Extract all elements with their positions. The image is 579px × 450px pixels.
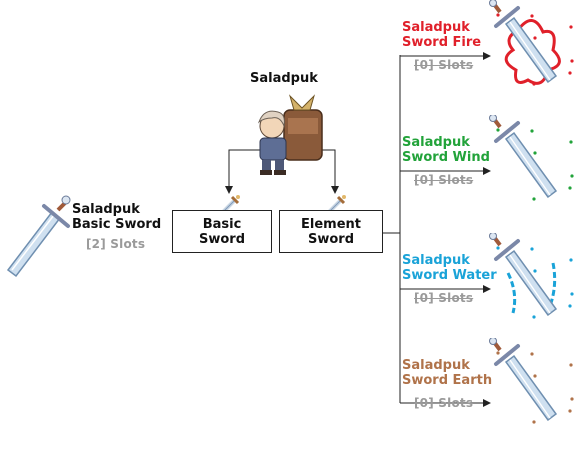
output-name-line2: Sword Wind [402, 150, 490, 165]
output-slots: [0] Slots [414, 58, 474, 72]
earth-sword-icon [488, 338, 578, 438]
output-slots: [0] Slots [414, 396, 474, 410]
left-item-name-line2: Basic Sword [72, 217, 162, 232]
output-slots: [0] Slots [414, 291, 474, 305]
output-name-line1: Saladpuk [402, 253, 470, 268]
output-name-line2: Sword Water [402, 268, 497, 283]
basic-box-line2: Sword [198, 231, 246, 247]
basic-sword-icon [0, 190, 75, 280]
output-name-line2: Sword Fire [402, 35, 482, 50]
element-sword-box[interactable]: Element Sword [279, 210, 383, 253]
left-item-slots: [2] Slots [86, 237, 146, 251]
fire-sword-icon [488, 0, 578, 100]
output-slots: [0] Slots [414, 173, 474, 187]
element-box-line2: Sword [307, 231, 355, 247]
left-item-name-line1: Saladpuk [72, 202, 140, 217]
npc-name: Saladpuk [250, 71, 318, 86]
element-box-line1: Element [301, 216, 361, 232]
output-name-line2: Sword Earth [402, 373, 493, 388]
npc-sprite [242, 88, 332, 178]
output-name-line1: Saladpuk [402, 135, 470, 150]
output-name-line1: Saladpuk [402, 358, 470, 373]
water-sword-icon [488, 233, 578, 333]
basic-sword-box[interactable]: Basic Sword [172, 210, 272, 253]
output-name-line1: Saladpuk [402, 20, 470, 35]
wind-sword-icon [488, 115, 578, 215]
basic-box-line1: Basic [202, 216, 242, 232]
